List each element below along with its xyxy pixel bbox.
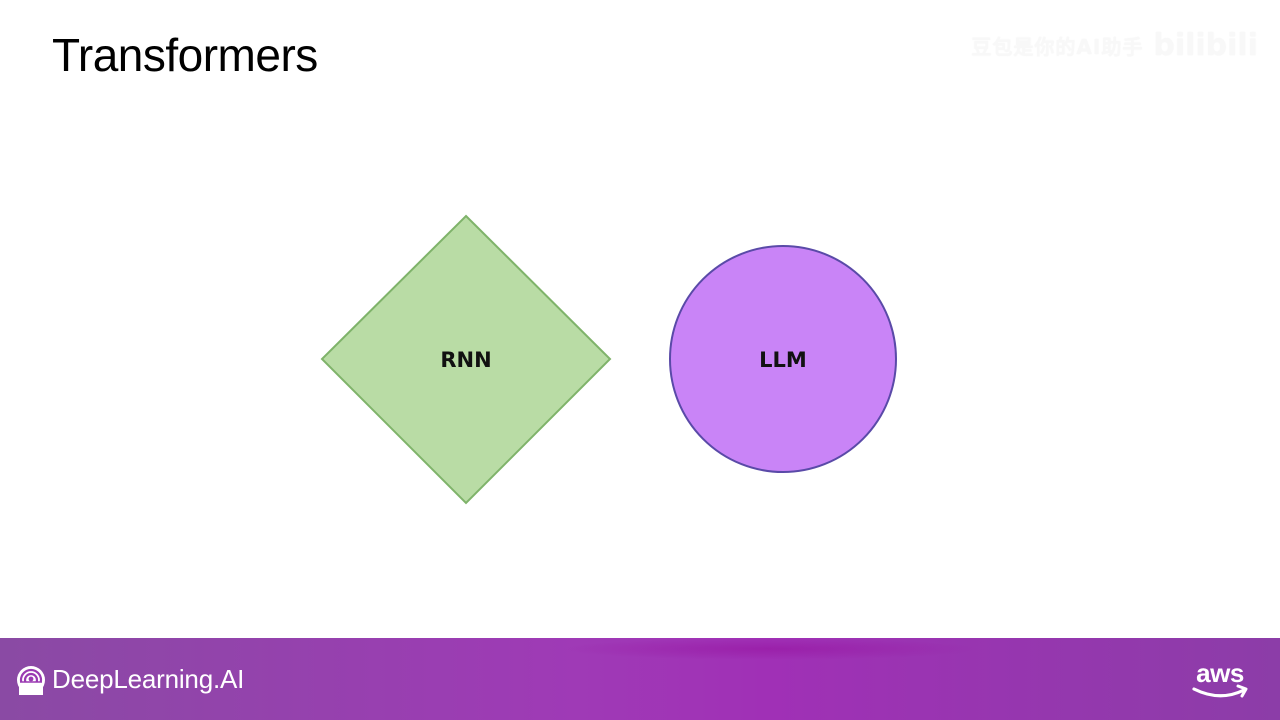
llm-circle-shape [669, 245, 897, 473]
footer-bar: DeepLearning.AI aws [0, 638, 1280, 720]
brand-name: DeepLearning.AI [52, 664, 245, 694]
rnn-diamond-shape [320, 214, 612, 505]
bilibili-logo: bilibili [1153, 28, 1258, 63]
diagram: RNN LLM [320, 214, 897, 505]
aws-logo-text: aws [1196, 658, 1244, 688]
rnn-node: RNN [320, 214, 612, 505]
watermark-text: 豆包是你的AI助手 [971, 35, 1144, 59]
llm-label: LLM [759, 348, 807, 372]
watermark: 豆包是你的AI助手 bilibili [971, 28, 1258, 63]
deeplearning-brand: DeepLearning.AI [16, 664, 244, 695]
footer-glow [560, 638, 980, 660]
rnn-label: RNN [440, 348, 491, 372]
aws-logo: aws [1190, 658, 1250, 704]
slide-title: Transformers [52, 29, 318, 81]
deeplearning-logo-icon [17, 665, 45, 695]
aws-smile-icon [1192, 684, 1248, 698]
llm-node: LLM [669, 245, 897, 473]
